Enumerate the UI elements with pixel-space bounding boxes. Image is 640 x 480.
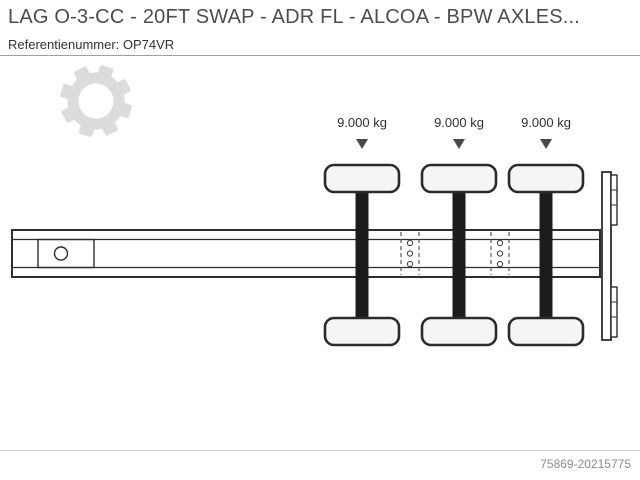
axle-load-label-3: 9.000 kg: [521, 115, 571, 130]
tire-bottom-3: [507, 316, 585, 347]
axle-bar-2: [452, 186, 466, 334]
axle-load-markers: [356, 139, 552, 149]
image-id: 75869-20215775: [540, 457, 631, 471]
axle-load-label-1: 9.000 kg: [337, 115, 387, 130]
axles: [355, 186, 553, 334]
axle-bar-1: [355, 186, 369, 334]
wheels: [323, 163, 585, 347]
reference-number: Referentienummer: OP74VR: [8, 37, 175, 52]
footer-divider: [0, 450, 640, 451]
tire-top-3: [507, 163, 585, 194]
header-divider: [0, 55, 640, 56]
rear-bumper: [601, 171, 618, 341]
page-title: LAG O-3-CC - 20FT SWAP - ADR FL - ALCOA …: [8, 6, 581, 28]
axle-load-label-2: 9.000 kg: [434, 115, 484, 130]
triangle-down-icon: [453, 139, 465, 149]
tire-bottom-1: [323, 316, 401, 347]
watermark-gear-icon: [60, 65, 132, 137]
chassis-frame: [11, 229, 601, 278]
kingpin: [53, 246, 69, 261]
tire-bottom-2: [420, 316, 498, 347]
triangle-down-icon: [356, 139, 368, 149]
crossmember-marks: [400, 232, 510, 275]
tire-top-1: [323, 163, 401, 194]
kingpin-plate: [37, 238, 95, 269]
triangle-down-icon: [540, 139, 552, 149]
axle-bar-3: [539, 186, 553, 334]
tire-top-2: [420, 163, 498, 194]
